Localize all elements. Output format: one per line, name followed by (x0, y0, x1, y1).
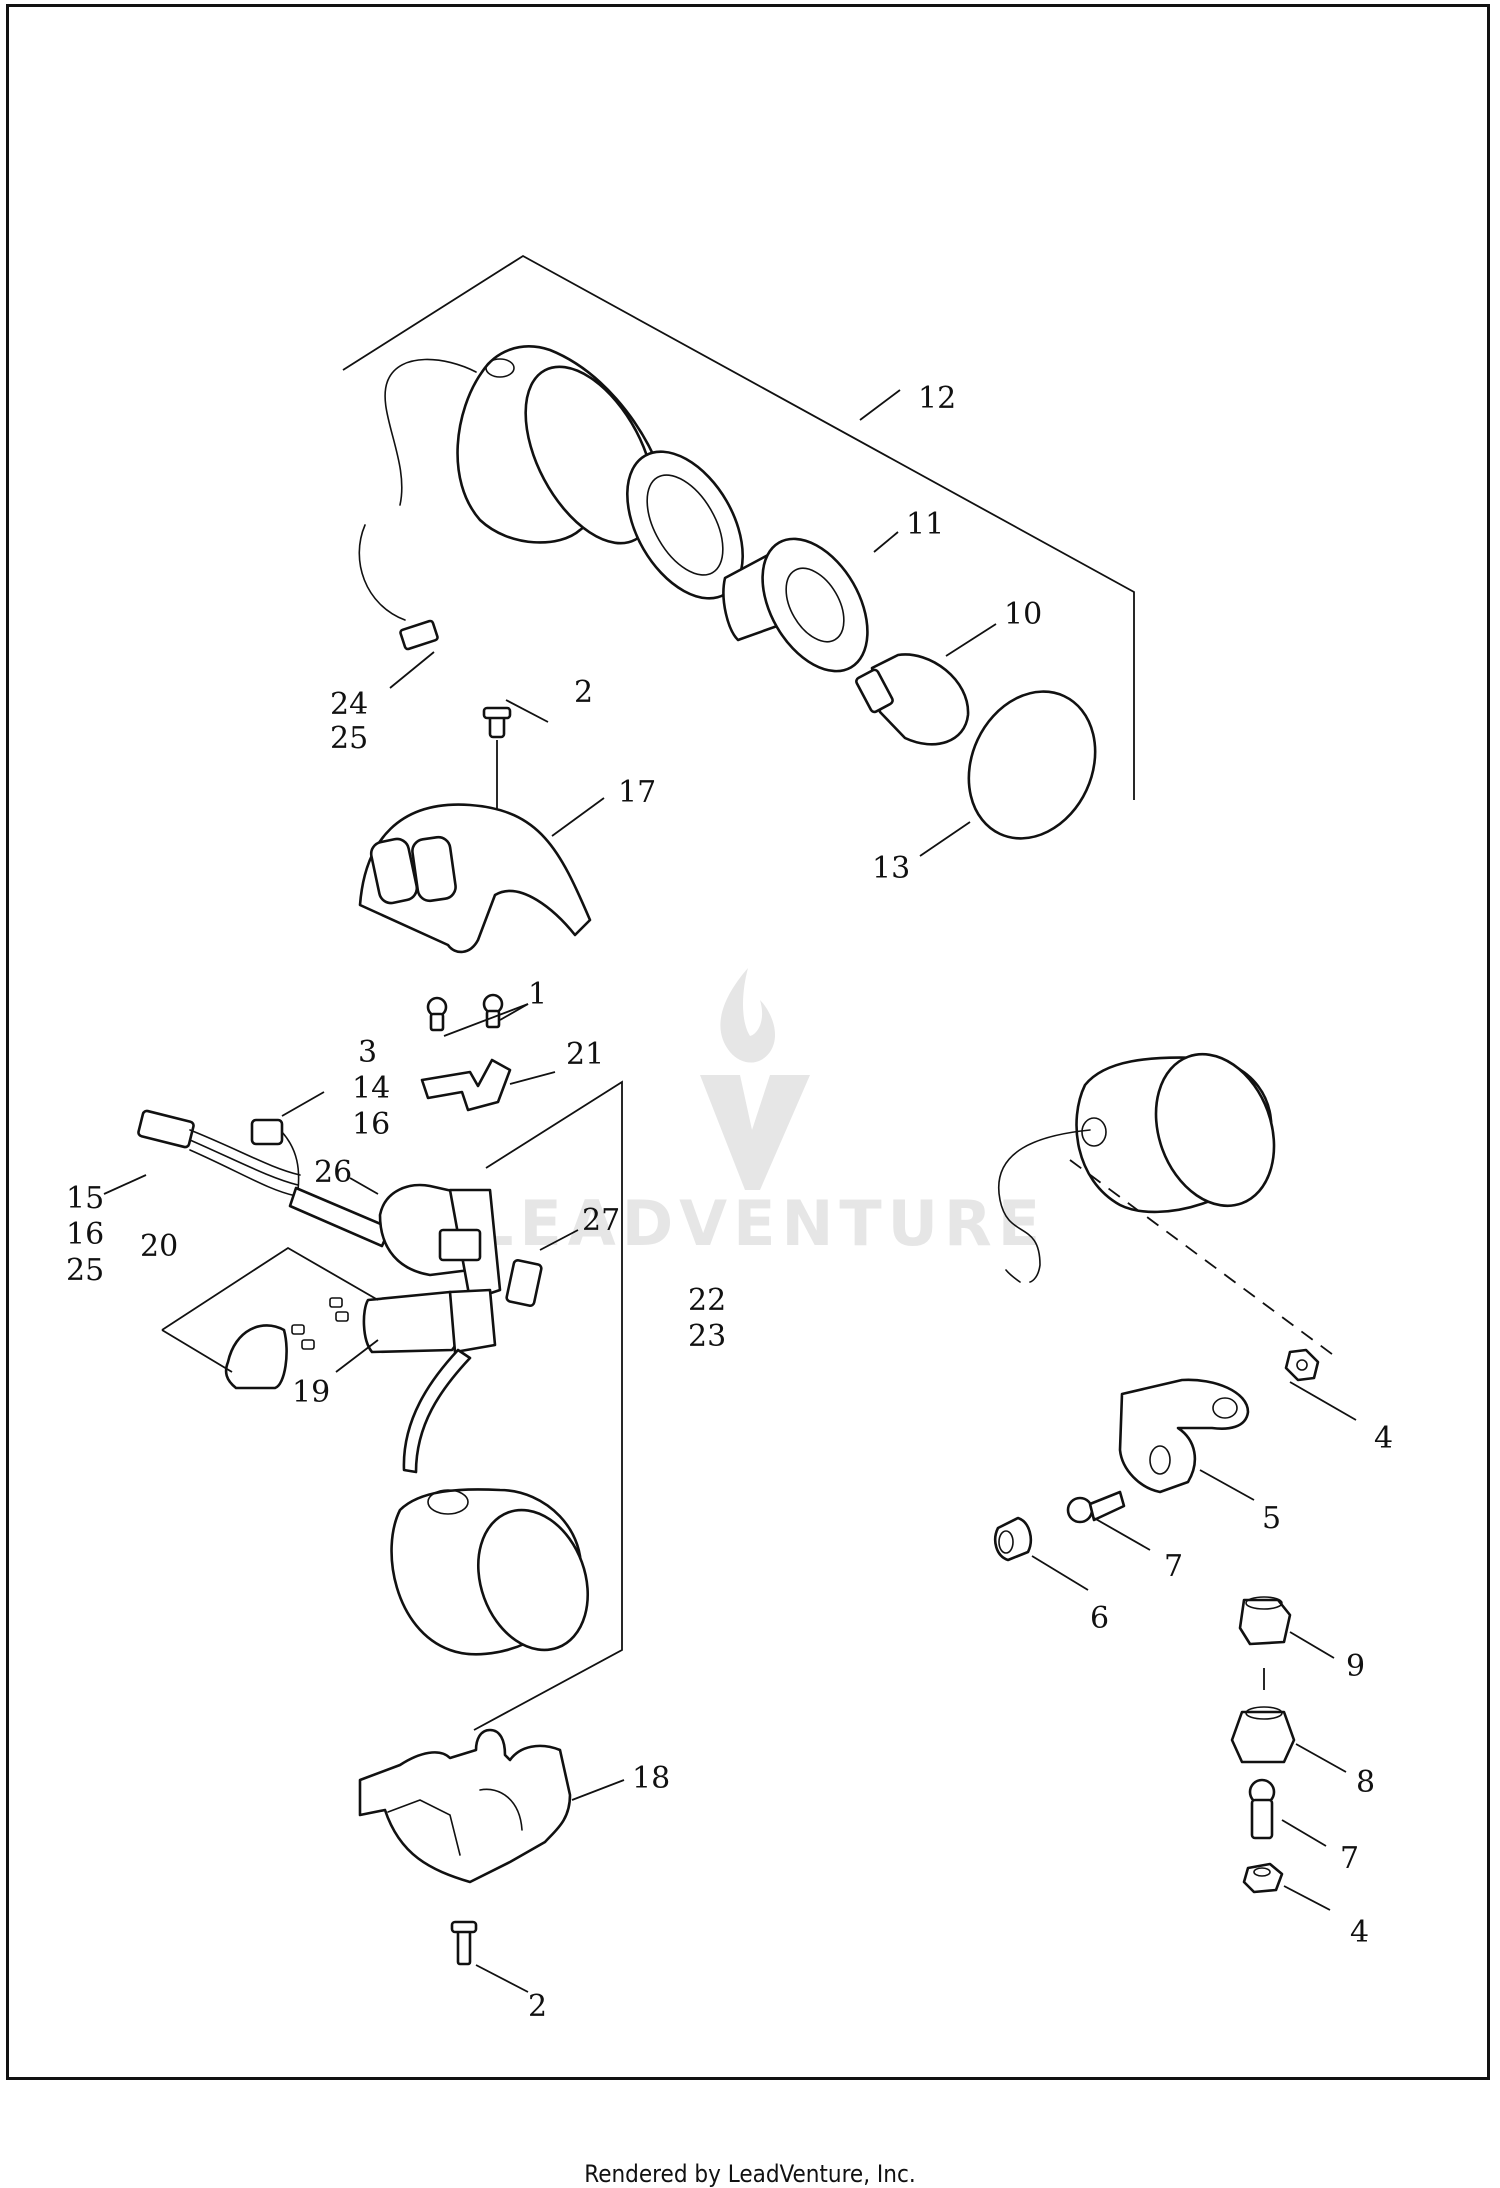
callout-14: 14 (352, 1071, 390, 1106)
housing-opening (524, 365, 656, 545)
switch-housing-18 (358, 1728, 572, 1884)
watermark-flame-icon (720, 968, 776, 1063)
switch-assembly (137, 1109, 590, 1656)
callout-22: 22 (688, 1283, 726, 1318)
callout-5: 5 (1262, 1501, 1281, 1536)
lens-13 (967, 690, 1097, 840)
upper-signal-assembly (342, 254, 1135, 840)
screw-2-bottom (456, 1928, 472, 1966)
callout-8: 8 (1356, 1765, 1375, 1800)
stud-7-top (1066, 1496, 1094, 1524)
bulb-10 (870, 653, 970, 746)
callout-23: 23 (688, 1319, 726, 1354)
callout-2-top: 2 (574, 675, 593, 710)
callout-15: 15 (66, 1181, 104, 1216)
callout-26: 26 (314, 1155, 352, 1190)
lamp-wire (384, 358, 477, 506)
leader-lines (103, 389, 1357, 1993)
nut-9 (1238, 1598, 1292, 1646)
callout-10: 10 (1004, 597, 1042, 632)
group-bracket-22 (473, 1080, 623, 1731)
group-bracket-12 (342, 254, 1135, 800)
watermark-text: LEADVENTURE (474, 1187, 1046, 1260)
callout-9: 9 (1346, 1649, 1365, 1684)
callout-16-a: 16 (352, 1107, 390, 1142)
callout-labels: 1 2 2 3 4 4 5 6 7 7 8 9 10 11 12 13 14 1… (66, 381, 1393, 2024)
mount-assembly (994, 1052, 1341, 1894)
callout-2-bottom: 2 (528, 1989, 547, 2024)
callout-6: 6 (1090, 1601, 1109, 1636)
connector-14 (250, 1118, 284, 1146)
clip-21 (420, 1058, 512, 1112)
callout-7-top: 7 (1164, 1549, 1183, 1584)
callout-1: 1 (528, 977, 547, 1012)
callout-21: 21 (566, 1037, 604, 1072)
cap-20 (224, 1324, 288, 1390)
watermark-v-icon (700, 1075, 810, 1190)
watermark: LEADVENTURE (474, 968, 1046, 1260)
switch-27 (505, 1258, 543, 1308)
screws-and-clip (420, 993, 512, 1112)
callout-12: 12 (918, 381, 956, 416)
footer-credit: Rendered by LeadVenture, Inc. (584, 2160, 916, 2188)
callout-17: 17 (618, 775, 656, 810)
nut-4-top (1284, 1348, 1320, 1382)
diagram-frame (6, 4, 1490, 2080)
callout-25-a: 25 (330, 721, 368, 756)
callout-18: 18 (632, 1761, 670, 1796)
switch-19 (362, 1290, 461, 1354)
callout-4-bottom: 4 (1350, 1915, 1369, 1950)
callout-20: 20 (140, 1229, 178, 1264)
callout-24: 24 (330, 687, 368, 722)
callout-13: 13 (872, 851, 910, 886)
connector-15 (137, 1109, 195, 1149)
switch-housing-lower (358, 1728, 572, 1966)
nut-8 (1230, 1710, 1296, 1764)
switch-housing-upper (358, 706, 592, 954)
callout-11: 11 (906, 507, 944, 542)
callout-16-b: 16 (66, 1217, 104, 1252)
harness-sleeve (288, 1186, 392, 1248)
callout-4-top: 4 (1374, 1421, 1393, 1456)
callout-19: 19 (292, 1375, 330, 1410)
callout-27: 27 (582, 1203, 620, 1238)
callout-7-bottom: 7 (1340, 1841, 1359, 1876)
callout-25-b: 25 (66, 1253, 104, 1288)
bracket-5 (1118, 1378, 1250, 1494)
callout-3: 3 (358, 1035, 377, 1070)
connector-24 (399, 619, 439, 651)
